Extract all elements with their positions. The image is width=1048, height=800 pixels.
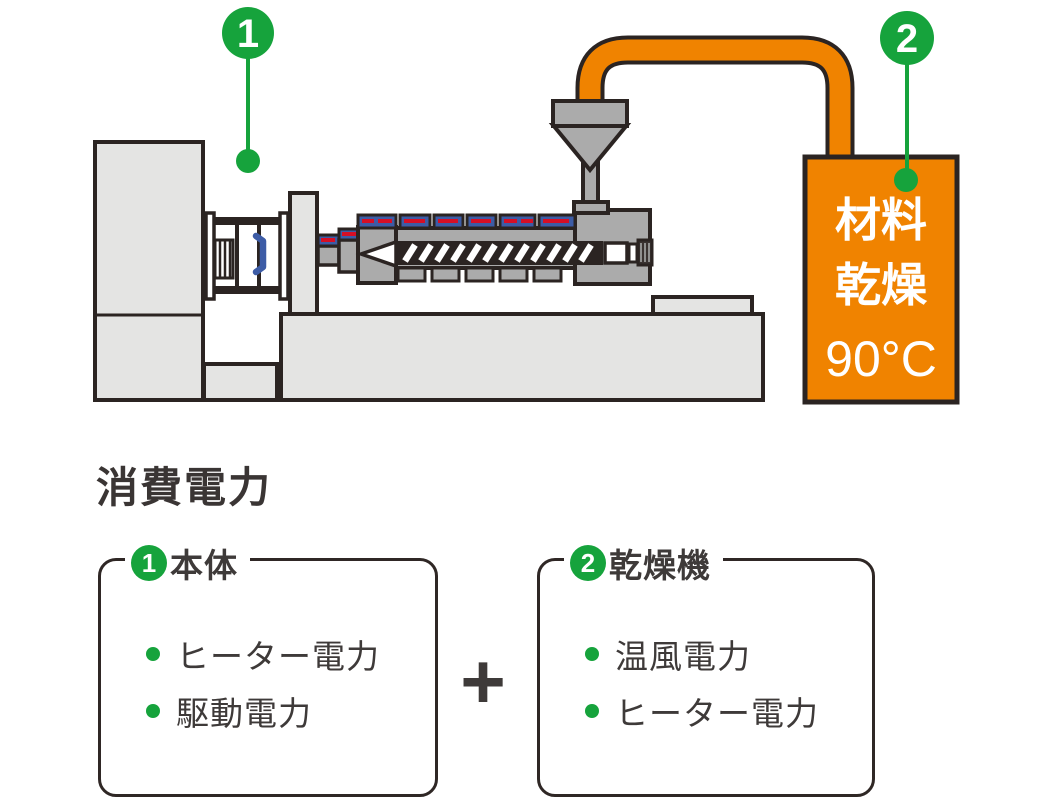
marker-2-circle <box>880 11 934 65</box>
power-box-main-body-title-text: 本体 <box>170 547 238 584</box>
list-item: ヒーター電力 <box>585 682 819 739</box>
power-box-dryer-items: 温風電力 ヒーター電力 <box>585 625 819 739</box>
number-badge-2: 2 <box>570 545 606 581</box>
marker-2: 2 <box>880 11 934 192</box>
list-item-label: 駆動電力 <box>176 694 312 732</box>
mold-cavity-bracket <box>252 232 267 276</box>
power-box-main-body-items: ヒーター電力 駆動電力 <box>146 625 380 739</box>
bullet-dot <box>146 703 160 718</box>
marker-1-circle <box>222 7 274 59</box>
dryer-box: 材料 乾燥 90°C <box>802 154 960 405</box>
bullet-dot <box>585 646 599 661</box>
list-item: ヒーター電力 <box>146 625 380 682</box>
number-badge-1: 1 <box>131 545 167 581</box>
list-item-label: 温風電力 <box>615 637 751 675</box>
material-pipe <box>575 35 855 170</box>
power-box-dryer-title: 2 乾燥機 <box>564 539 723 587</box>
marker-1: 1 <box>222 7 274 173</box>
machine-illustration: 材料 乾燥 90°C <box>93 7 960 405</box>
screw <box>398 241 603 265</box>
power-box-main-body: 1 本体 ヒーター電力 駆動電力 <box>98 539 438 797</box>
list-item-label: ヒーター電力 <box>176 637 380 675</box>
injection-unit <box>316 208 654 286</box>
heater-bands <box>356 213 577 230</box>
bullet-dot <box>146 646 160 661</box>
plus-sign: + <box>460 637 506 725</box>
marker-2-pointer-dot <box>894 168 918 192</box>
list-item: 駆動電力 <box>146 682 380 739</box>
marker-1-pointer-dot <box>236 149 260 173</box>
list-item: 温風電力 <box>585 625 819 682</box>
power-box-dryer-title-text: 乾燥機 <box>609 547 711 584</box>
hopper <box>548 99 632 215</box>
list-item-label: ヒーター電力 <box>615 694 819 732</box>
marker-2-number: 2 <box>896 17 918 61</box>
machine-base <box>93 140 765 402</box>
power-box-dryer: 2 乾燥機 温風電力 ヒーター電力 <box>537 539 875 797</box>
dryer-temperature: 90°C <box>825 331 937 387</box>
power-box-main-body-title: 1 本体 <box>125 539 250 587</box>
mold-clamping-unit <box>204 211 290 301</box>
dryer-label-line1: 材料 <box>835 194 927 246</box>
marker-1-number: 1 <box>237 12 259 56</box>
section-heading: 消費電力 <box>96 464 273 511</box>
nozzle-cone <box>355 239 398 269</box>
bullet-dot <box>585 703 599 718</box>
dryer-label-line2: 乾燥 <box>835 259 928 311</box>
